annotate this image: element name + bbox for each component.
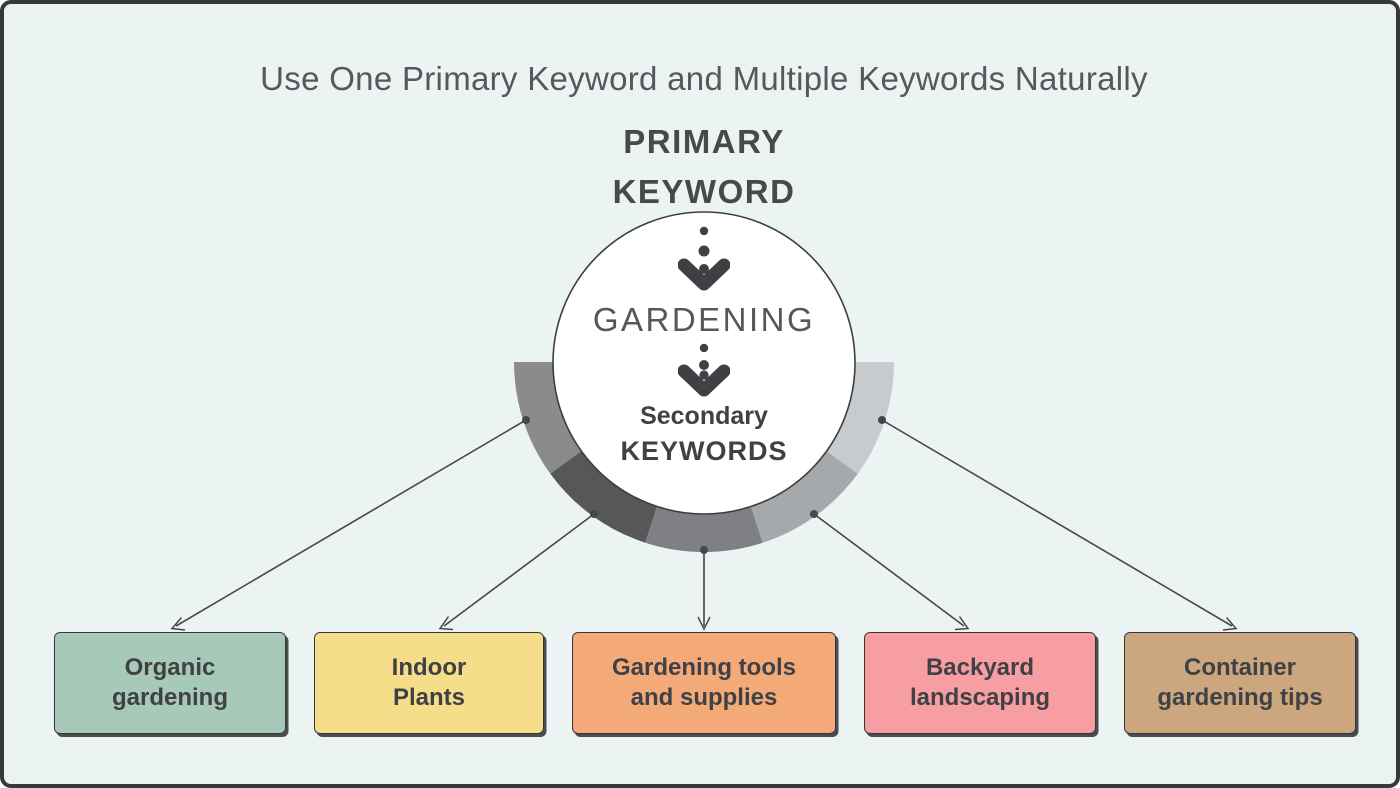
keyword-box-label: Gardening tools	[611, 654, 796, 681]
keyword-box-label: Plants	[392, 684, 466, 711]
keyword-box-label: Organic	[124, 654, 216, 681]
keyword-box-label: Backyard	[925, 654, 1035, 681]
arc-segment-4	[747, 444, 858, 543]
connector-line-2	[443, 513, 595, 627]
connector-dot-1	[522, 416, 530, 424]
arrowhead-1	[170, 617, 186, 631]
keyword-box-backyard-landscaping: Backyard landscaping	[864, 632, 1096, 734]
connector-line-4	[813, 513, 965, 627]
keyword-box-label: Indoor	[391, 654, 467, 681]
primary-keyword-line1: PRIMARY	[623, 123, 785, 160]
connector-line-5	[881, 419, 1233, 627]
arrowhead-2	[438, 616, 454, 631]
connector-dot-4	[810, 510, 818, 518]
connector-line-1	[175, 419, 527, 627]
keyword-box-label: and supplies	[630, 684, 778, 711]
down-arrow-icon	[678, 343, 730, 397]
arrowhead-4	[954, 616, 970, 631]
primary-keyword-line2: KEYWORD	[612, 173, 796, 210]
keyword-box-label: gardening	[111, 684, 228, 711]
connector-group	[170, 416, 1238, 631]
arrowhead-3	[697, 616, 711, 631]
keyword-box-indoor-plants: Indoor Plants	[314, 632, 544, 734]
connector-dot-5	[878, 416, 886, 424]
keyword-box-container-gardening: Container gardening tips	[1124, 632, 1356, 734]
arrowhead-5	[1222, 617, 1238, 631]
keyword-box-label: landscaping	[909, 684, 1051, 711]
connector-dot-3	[700, 546, 708, 554]
hub-keyword: GARDENING	[592, 301, 816, 338]
keyword-box-label: gardening tips	[1157, 684, 1323, 711]
arc-segment-5	[817, 362, 895, 474]
down-arrow-icon	[678, 226, 730, 291]
primary-keyword-label: PRIMARY KEYWORD	[613, 117, 796, 217]
keyword-box-gardening-tools: Gardening tools and supplies	[572, 632, 836, 734]
keyword-box-organic-gardening: Organic gardening	[54, 632, 286, 734]
arc-segment-1	[514, 362, 591, 474]
keyword-box-label: Container	[1183, 654, 1296, 681]
page-title: Use One Primary Keyword and Multiple Key…	[260, 60, 1148, 97]
secondary-keywords-label-line2: KEYWORDS	[620, 436, 788, 466]
arc-segment-2	[550, 444, 661, 543]
secondary-keywords-label-line1: Secondary	[640, 402, 768, 430]
connector-dot-2	[590, 510, 598, 518]
